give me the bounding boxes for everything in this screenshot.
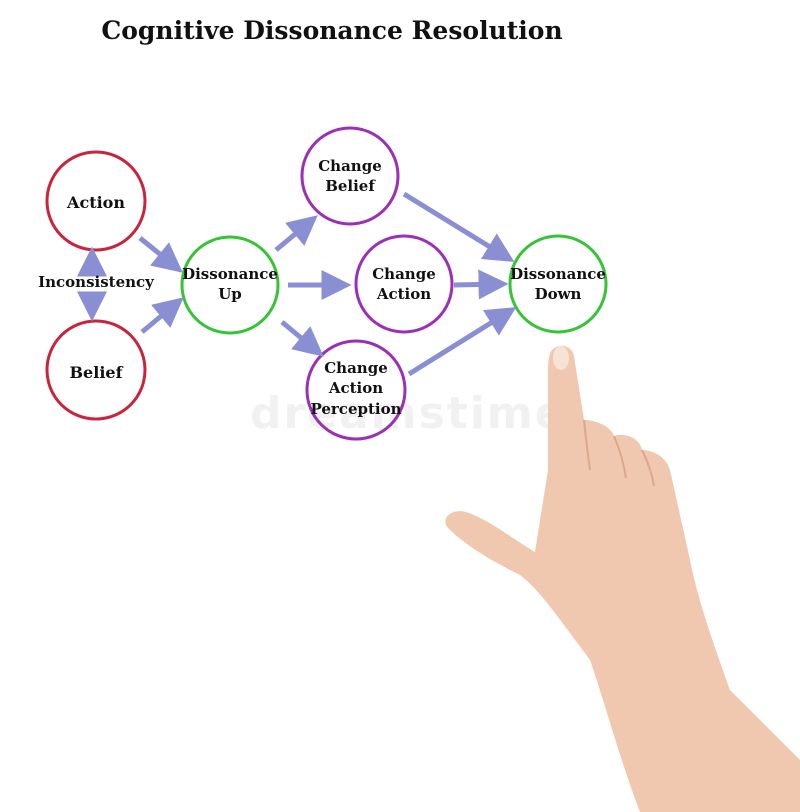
node-label-dissonance-down: Dissonance Down <box>510 265 606 304</box>
node-label-action: Action <box>67 193 125 212</box>
node-label-dissonance-up: Dissonance Up <box>182 265 278 304</box>
diagram-title: Cognitive Dissonance Resolution <box>101 16 563 45</box>
node-label-belief: Belief <box>69 363 123 382</box>
inconsistency-label: Inconsistency <box>38 273 154 291</box>
arrow-up-to-change-belief <box>274 215 318 252</box>
arrow-change-action-to-down <box>453 269 509 300</box>
watermark: dreamstime <box>250 388 567 439</box>
node-label-change-belief: Change Belief <box>318 157 382 196</box>
circle-dissonance-down <box>508 234 608 334</box>
node-label-change-action: Change Action <box>372 265 436 304</box>
circle-change-action <box>354 234 454 334</box>
circle-change-action-perception <box>305 339 407 441</box>
pointing-hand-image <box>445 345 800 812</box>
arrow-change-belief-to-down <box>402 191 515 262</box>
arrow-perception-to-down <box>407 307 517 377</box>
arrow-action-to-dissonance-up <box>138 236 183 273</box>
arrow-belief-to-dissonance-up <box>140 297 184 334</box>
arrows <box>77 191 517 377</box>
arrow-up-to-change-perception <box>280 320 324 357</box>
node-label-change-action-perception: Change Action Perception <box>310 359 402 418</box>
circle-change-belief <box>300 126 400 226</box>
circle-dissonance-up <box>180 235 280 335</box>
